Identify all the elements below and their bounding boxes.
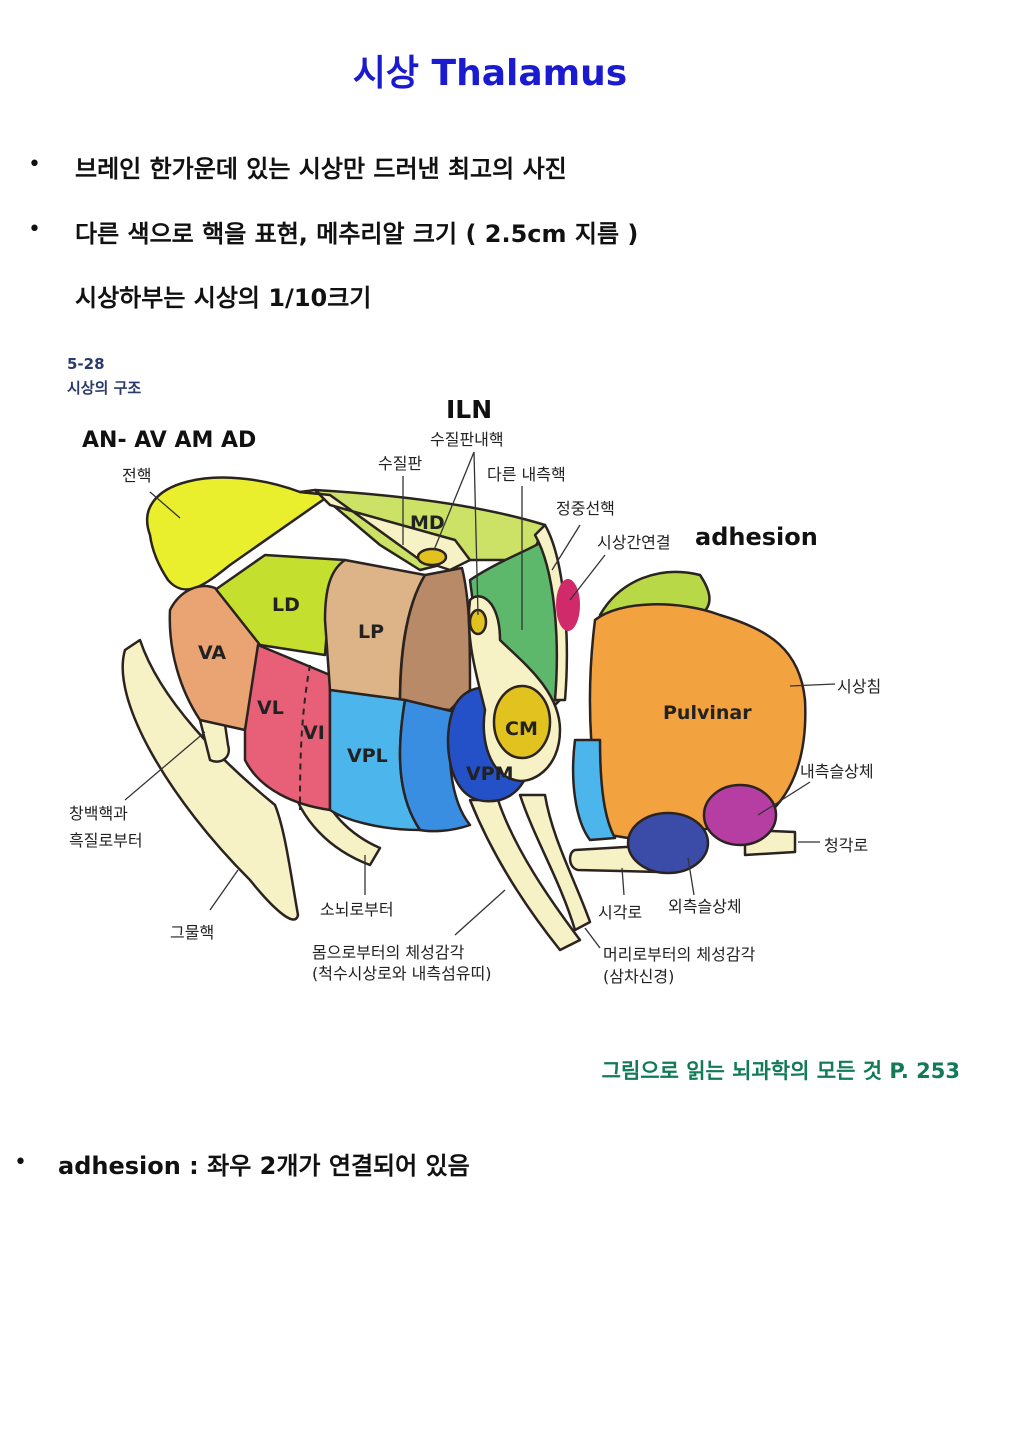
bullet-marker: • xyxy=(28,217,41,242)
anterior-nucleus-shape xyxy=(146,476,332,591)
label-lgn: 외측슬상체 xyxy=(668,897,742,916)
label-auditory: 청각로 xyxy=(824,836,869,855)
leader-line xyxy=(584,927,601,949)
label-interthalamic: 시상간연결 xyxy=(597,533,671,552)
label-reticular: 그물핵 xyxy=(170,923,215,942)
head-somato-tract xyxy=(518,793,592,932)
note-text: adhesion : 좌우 2개가 연결되어 있음 xyxy=(58,1152,470,1180)
an-annotation: AN- AV AM AD xyxy=(82,428,257,453)
label-pallidal-sub: 흑질로부터 xyxy=(69,831,143,850)
label-lamina: 수질판 xyxy=(378,454,423,473)
iln-annotation: ILN xyxy=(446,395,493,424)
bullet-text: 브레인 한가운데 있는 시상만 드러낸 최고의 사진 xyxy=(75,155,567,183)
pulvinar-top-shape xyxy=(598,570,711,617)
midline-band xyxy=(533,523,569,702)
reticular-nucleus-shape xyxy=(121,638,300,921)
adhesion-annotation: adhesion xyxy=(695,523,818,551)
label-body-somato: 몸으로부터의 체성감각 xyxy=(312,943,465,962)
label-mgn: 내측슬상체 xyxy=(800,762,874,781)
leader-line xyxy=(687,857,695,896)
label-pulvinar-kr: 시상침 xyxy=(837,677,882,696)
leader-line xyxy=(124,731,206,801)
cm-nucleus-shape xyxy=(492,684,552,760)
label-body-somato-sub: (척수시상로와 내측섬유띠) xyxy=(312,964,492,983)
leader-line xyxy=(621,867,625,896)
nucleus-label-vpm: VPM xyxy=(466,763,514,785)
figure-caption: 시상의 구조 xyxy=(67,379,142,397)
iln-small-nucleus xyxy=(416,547,448,567)
leader-line xyxy=(551,524,581,571)
leader-line xyxy=(433,451,475,551)
nucleus-label-ld: LD xyxy=(272,594,300,616)
leader-line xyxy=(757,781,811,816)
bullet-marker: • xyxy=(28,152,41,177)
nucleus-label-md: MD xyxy=(410,512,445,534)
leader-line xyxy=(473,451,479,616)
leader-line xyxy=(149,491,181,519)
label-pallidal: 창백핵과 xyxy=(69,804,128,823)
label-head-somato-sub: (삼차신경) xyxy=(603,967,675,986)
nucleus-label-pulvinar: Pulvinar xyxy=(663,702,752,724)
label-cerebellar: 소뇌로부터 xyxy=(320,900,394,919)
nucleus-label-vpl: VPL xyxy=(347,745,388,767)
bullet-marker: • xyxy=(14,1150,27,1175)
source-citation: 그림으로 읽는 뇌과학의 모든 것 P. 253 xyxy=(601,1059,960,1083)
label-other-medial: 다른 내측핵 xyxy=(487,465,566,484)
nucleus-label-vl: VL xyxy=(257,697,284,719)
lgn-shape xyxy=(626,811,710,875)
body-somato-tract xyxy=(468,798,582,952)
nucleus-label-lp: LP xyxy=(358,621,385,643)
adhesion-shape xyxy=(556,579,580,631)
page-title: 시상 Thalamus xyxy=(352,53,628,94)
label-head-somato: 머리로부터의 체성감각 xyxy=(603,945,756,964)
bullet-text: 시상하부는 시상의 1/10크기 xyxy=(75,284,372,312)
nucleus-label-vi: VI xyxy=(303,722,325,744)
label-optic: 시각로 xyxy=(598,903,643,922)
figure-number: 5-28 xyxy=(67,355,105,373)
va-nucleus-shape xyxy=(168,584,262,732)
leader-line xyxy=(454,889,506,936)
leader-line xyxy=(789,683,836,687)
leader-line xyxy=(209,869,239,911)
mgn-shape xyxy=(702,783,778,847)
label-anterior: 전핵 xyxy=(122,466,152,485)
vi-boundary xyxy=(299,664,311,811)
bullet-text: 다른 색으로 핵을 표현, 메추리알 크기 ( 2.5cm 지름 ) xyxy=(75,220,639,248)
pulvinar-blue-shape xyxy=(571,738,617,842)
nucleus-label-cm: CM xyxy=(505,718,538,740)
label-midline: 정중선핵 xyxy=(556,499,615,518)
label-intralaminar: 수질판내핵 xyxy=(430,430,504,449)
leader-line xyxy=(569,554,606,601)
nucleus-label-va: VA xyxy=(198,642,227,664)
